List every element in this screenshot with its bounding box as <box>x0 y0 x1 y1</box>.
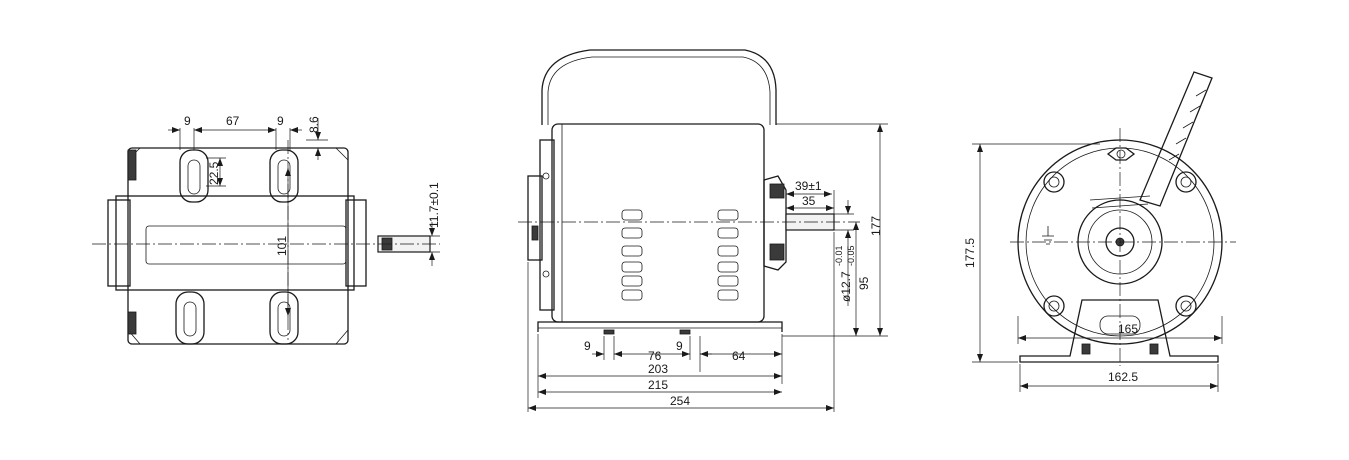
base-slot <box>1149 343 1159 355</box>
dim-mount-width: 165 <box>1118 322 1138 336</box>
terminal-block <box>127 149 137 181</box>
dim-shaft-center-height: 95 <box>857 276 871 290</box>
bearing-hatch-bottom <box>769 243 785 261</box>
dim-overall-length: 254 <box>670 394 690 408</box>
dim-base-rear: 64 <box>732 349 746 363</box>
dim-base-width: 162.5 <box>1108 370 1138 384</box>
motor-body-outline <box>127 147 349 345</box>
vent-slots-right <box>717 209 739 301</box>
dim-slot-length: 22.5 <box>207 161 221 185</box>
nameplate-recess <box>145 225 347 265</box>
motor-casing <box>551 123 765 323</box>
dim-shaft-length: 35 <box>802 194 816 208</box>
base-slot <box>603 329 615 335</box>
mount-slot-bottom-left <box>175 291 205 345</box>
ground-symbol <box>1042 226 1054 245</box>
dim-shaft-diameter: ø12.7 <box>839 271 853 302</box>
terminal-screw <box>531 225 539 241</box>
end-bell <box>539 139 555 311</box>
dim-slot-gap-right: 9 <box>277 114 284 128</box>
base-slot <box>679 329 691 335</box>
slot-inner <box>187 159 201 195</box>
mount-slot-bottom-right <box>269 291 299 345</box>
bearing-housing <box>763 175 787 271</box>
top-view: 9 67 9 8.6 22.5 101 11.7±0.1 <box>92 114 441 345</box>
vent-slots-left <box>621 209 643 301</box>
slot-inner <box>277 301 291 337</box>
side-view: 177 95 ø12.7 -0.01 -0.05 39±1 35 9 76 9 … <box>518 49 888 412</box>
dim-overall-height: 177 <box>869 216 883 236</box>
terminal-block-bottom <box>127 311 137 335</box>
dim-shaft-tolerance-upper: -0.01 <box>834 245 844 266</box>
dim-slot-gap: 9 <box>184 114 191 128</box>
dim-mount-pitch: 101 <box>275 236 289 256</box>
dim-base-slot-right: 9 <box>676 339 683 353</box>
dim-front-height: 177.5 <box>963 238 977 268</box>
base-plate <box>537 321 783 332</box>
dim-top-offset: 8.6 <box>307 116 321 133</box>
bearing-hatch-top <box>769 183 785 199</box>
top-nut <box>1106 147 1136 161</box>
front-view: 177.5 165 162.5 <box>963 71 1236 392</box>
carry-handle-inner <box>547 56 771 125</box>
corner-details <box>127 147 349 345</box>
carry-handle <box>541 49 777 125</box>
base-bracket <box>1019 299 1219 363</box>
dim-shaft-shoulder: 39±1 <box>795 179 822 193</box>
dim-base-length: 215 <box>648 378 668 392</box>
mount-slot-top-right <box>269 149 299 203</box>
slot-inner <box>183 301 197 337</box>
dim-base-span: 203 <box>648 362 668 376</box>
end-housing-left <box>107 199 131 287</box>
center-band <box>115 195 355 291</box>
dim-base-pitch: 76 <box>648 349 662 363</box>
lever-handle <box>1139 71 1213 207</box>
base-slot <box>1081 343 1091 355</box>
dim-shaft-tolerance-lower: -0.05 <box>846 245 856 266</box>
end-housing-right <box>345 199 367 287</box>
dim-shaft-flat: 11.7±0.1 <box>427 182 441 228</box>
terminal-cover <box>527 175 543 261</box>
dim-slot-pitch: 67 <box>226 114 240 128</box>
lever-grip <box>1168 89 1207 161</box>
dim-base-slot-left: 9 <box>584 339 591 353</box>
